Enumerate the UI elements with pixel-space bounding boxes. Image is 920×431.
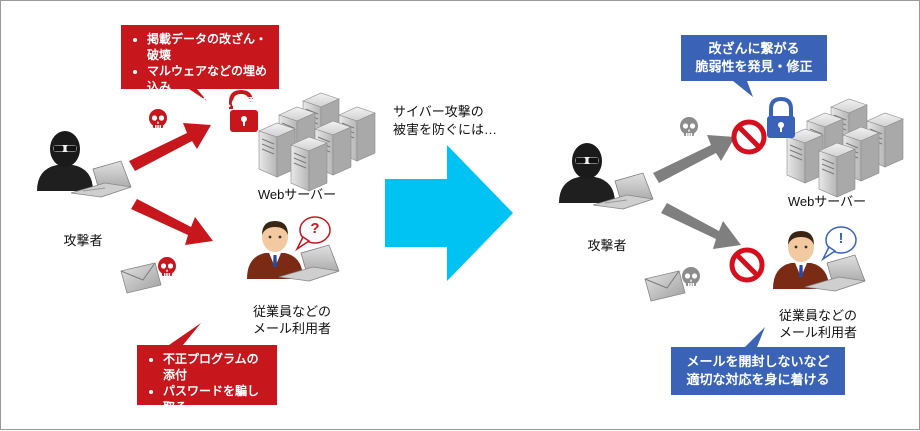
attack-arrow-to-server xyxy=(129,123,211,171)
server-label-left: Webサーバー xyxy=(257,187,337,202)
blue-bottom-tail xyxy=(745,327,765,347)
skull-icon-upper xyxy=(149,109,167,128)
attacker-label-right: 攻撃者 xyxy=(587,238,627,253)
skull-icon-right-upper xyxy=(680,117,698,136)
hacker-icon-right xyxy=(558,142,654,210)
skull-icon-lower xyxy=(158,257,176,276)
lock-closed-icon xyxy=(767,96,795,138)
bottom-bubble-tail xyxy=(169,323,201,345)
countermeasure-bubble-server: 改ざんに繋がる 脆弱性を発見・修正 xyxy=(681,35,827,81)
big-arrow xyxy=(385,145,513,281)
skull-icon-right-lower xyxy=(682,267,700,286)
exclamation-mark: ! xyxy=(838,230,844,247)
user-label-left-2: メール利用者 xyxy=(252,321,331,336)
user-label-right-1: 従業員などの xyxy=(778,308,857,323)
top-bubble-tail xyxy=(189,89,207,101)
email-icon-left xyxy=(120,262,162,294)
countermeasure-line: 改ざんに繋がる xyxy=(708,41,800,56)
user-label-right-2: メール利用者 xyxy=(778,325,857,340)
server-icon-left xyxy=(259,93,375,191)
blue-top-tail xyxy=(733,81,753,97)
attack-arrow-to-user xyxy=(131,199,213,245)
attacker-label-left: 攻撃者 xyxy=(63,233,103,248)
blocked-arrow-to-server xyxy=(653,135,735,183)
threat-bubble-server: 掲載データの改ざん・破壊 マルウェアなどの埋め込み 危険なサイトへの誘導 xyxy=(121,25,279,110)
threat-item: 掲載データの改ざん・破壊 xyxy=(147,31,267,63)
countermeasure-line: 脆弱性を発見・修正 xyxy=(695,59,813,74)
user-label-left-1: 従業員などの xyxy=(252,304,331,319)
email-icon-right xyxy=(644,270,686,302)
threat-bubble-email: 不正プログラムの添付 パスワードを騙し取る 偽サイトへの誘導 xyxy=(137,345,277,430)
threat-item: 不正プログラムの添付 xyxy=(163,351,265,383)
threat-item: 危険なサイトへの誘導 xyxy=(147,95,267,111)
question-bubble-icon xyxy=(295,216,331,252)
prohibited-icon-server xyxy=(734,122,764,152)
server-icon-right xyxy=(787,99,903,197)
countermeasure-line: 適切な対応を身に着ける xyxy=(686,372,830,387)
server-label-right: Webサーバー xyxy=(787,194,867,209)
exclamation-bubble-icon xyxy=(821,226,857,262)
countermeasure-bubble-email: メールを開封しないなど 適切な対応を身に着ける xyxy=(671,347,845,395)
center-caption-1: サイバー攻撃の xyxy=(393,104,484,119)
center-caption-2: 被害を防ぐには… xyxy=(393,122,498,137)
lock-open-icon xyxy=(229,89,258,132)
blocked-arrow-to-user xyxy=(661,203,741,249)
threat-item: マルウェアなどの埋め込み xyxy=(147,63,267,95)
countermeasure-line: メールを開封しないなど xyxy=(686,354,830,369)
question-mark: ? xyxy=(310,220,320,237)
threat-item: 偽サイトへの誘導 xyxy=(163,415,265,431)
hacker-icon-left xyxy=(36,130,132,198)
threat-item: パスワードを騙し取る xyxy=(163,383,265,415)
prohibited-icon-user xyxy=(732,250,762,280)
